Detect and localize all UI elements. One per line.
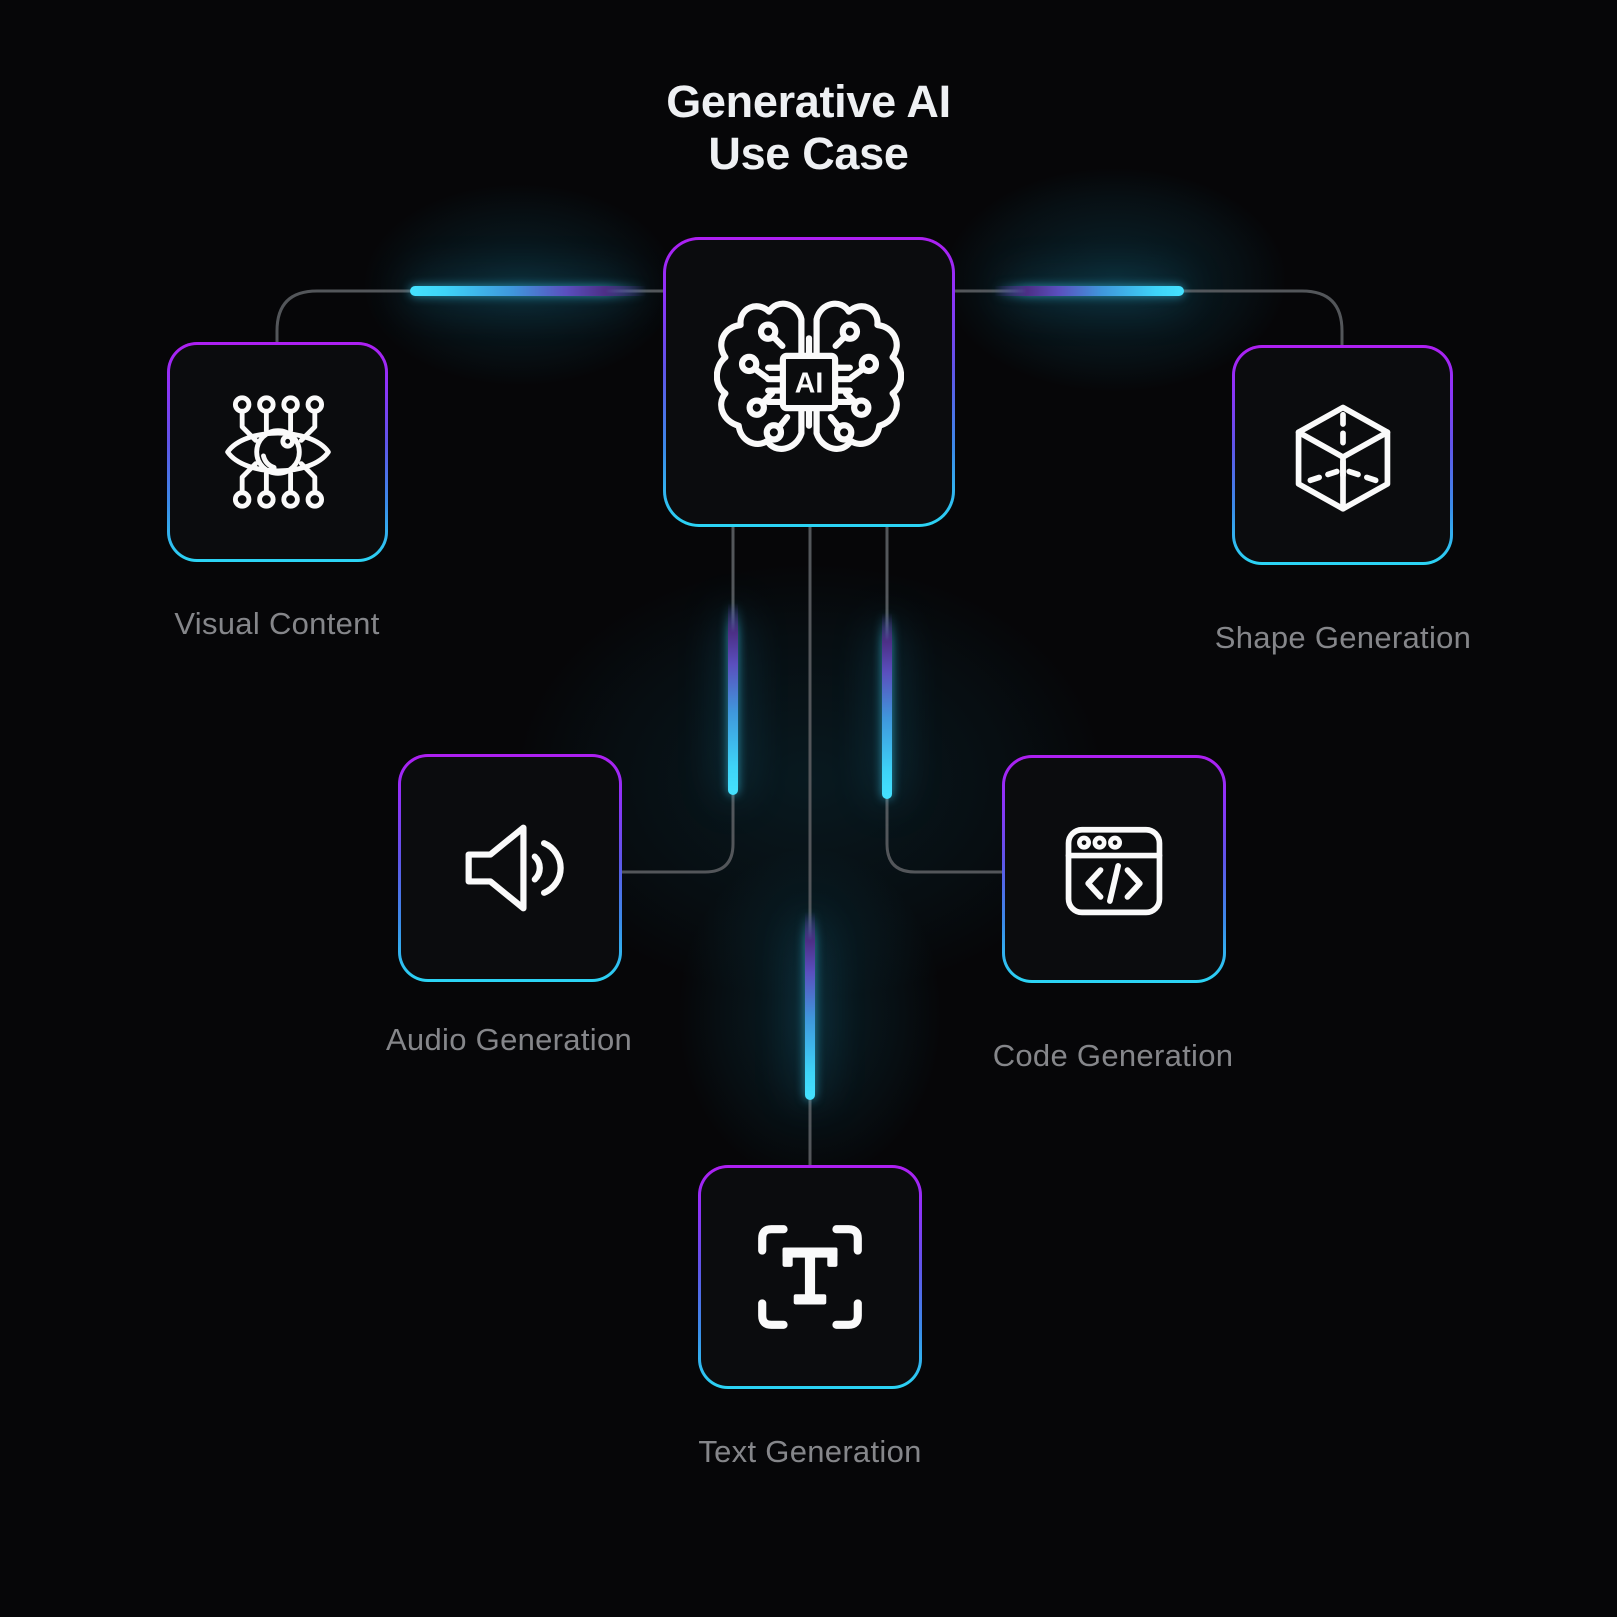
ai-brain-chip-icon: AI xyxy=(714,300,904,452)
card-text-generation-body xyxy=(701,1168,919,1386)
title-line-2: Use Case xyxy=(708,128,909,180)
cube-3d-icon xyxy=(1295,404,1390,512)
connector-central-to-code xyxy=(885,527,1002,874)
node-label-text-generation: Text Generation xyxy=(698,1434,922,1469)
ai-chip-label: AI xyxy=(795,367,824,399)
node-label-audio-generation: Audio Generation xyxy=(385,1022,633,1057)
card-shape-generation xyxy=(1232,345,1453,565)
connector-central-to-visual xyxy=(275,289,663,342)
node-label-visual-content: Visual Content xyxy=(174,606,380,641)
card-visual-content-body xyxy=(170,345,385,559)
card-code-generation-body xyxy=(1005,758,1223,980)
card-visual-content xyxy=(167,342,388,562)
pulse-glow-shape xyxy=(988,286,1184,296)
pulse-glow-audio xyxy=(728,597,738,795)
connector-central-to-audio xyxy=(622,527,735,874)
text-frame-icon xyxy=(758,1225,862,1329)
pulse-glow-code xyxy=(882,607,892,799)
pulse-glow-text xyxy=(805,906,815,1100)
node-label-code-generation: Code Generation xyxy=(992,1038,1234,1073)
title-line-1: Generative AI xyxy=(666,76,951,127)
card-code-generation xyxy=(1002,755,1226,983)
page-title: Generative AI Use Case xyxy=(0,76,1617,180)
card-generative-ai-body: AI xyxy=(666,240,952,524)
card-audio-generation xyxy=(398,754,622,982)
card-generative-ai: AI xyxy=(663,237,955,527)
connector-central-to-shape xyxy=(955,289,1344,345)
pulse-glow-visual xyxy=(410,286,654,296)
card-shape-generation-body xyxy=(1235,348,1450,562)
speaker-icon xyxy=(465,824,564,912)
eye-circuit-icon xyxy=(224,395,331,509)
code-window-icon xyxy=(1065,826,1163,916)
node-label-shape-generation: Shape Generation xyxy=(1214,620,1472,655)
card-audio-generation-body xyxy=(401,757,619,979)
card-text-generation xyxy=(698,1165,922,1389)
